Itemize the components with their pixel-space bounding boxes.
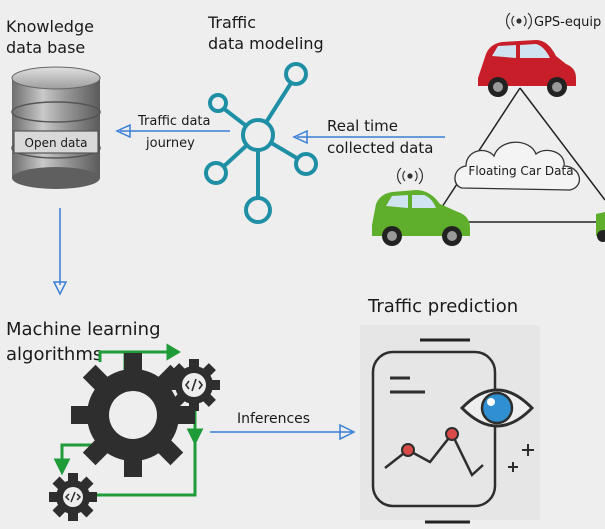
modeling-title-line1: Traffic bbox=[207, 13, 256, 32]
floating-car-label: Floating Car Data bbox=[468, 164, 573, 178]
gps-label: GPS-equip bbox=[534, 15, 601, 30]
green-car-icon bbox=[372, 190, 470, 246]
knowledge-base-group: Knowledge data base Open data bbox=[6, 17, 101, 189]
realtime-arrow bbox=[292, 129, 445, 145]
journey-arrow bbox=[115, 123, 230, 139]
db-to-ml-arrow bbox=[52, 208, 68, 296]
gps-signal-icon bbox=[506, 12, 532, 30]
realtime-line2: collected data bbox=[327, 139, 433, 157]
cloud-icon bbox=[454, 141, 580, 191]
db-label: Open data bbox=[25, 136, 88, 150]
network-icon bbox=[204, 62, 318, 224]
red-car-icon bbox=[478, 40, 576, 97]
ml-title-line1: Machine learning bbox=[6, 319, 161, 340]
plus-icons bbox=[508, 444, 534, 472]
journey-line1: Traffic data bbox=[137, 114, 210, 129]
code-gear-icon-bottom bbox=[49, 473, 97, 521]
inferences-arrow bbox=[210, 423, 356, 441]
ml-title-line2: algorithms bbox=[6, 344, 102, 365]
realtime-line1: Real time bbox=[327, 117, 398, 135]
green-car-signal-icon bbox=[397, 167, 423, 185]
knowledge-title-line1: Knowledge bbox=[6, 17, 94, 36]
knowledge-title-line2: data base bbox=[6, 38, 85, 57]
database-icon bbox=[11, 66, 101, 189]
inferences-label: Inferences bbox=[237, 411, 310, 427]
eye-icon bbox=[459, 388, 535, 428]
trend-line-icon bbox=[384, 427, 484, 478]
prediction-title: Traffic prediction bbox=[367, 296, 518, 317]
modeling-title-line2: data modeling bbox=[208, 34, 324, 53]
partial-car-icon bbox=[596, 212, 605, 242]
journey-line2: journey bbox=[145, 136, 195, 151]
code-gear-icon-top bbox=[168, 359, 220, 411]
